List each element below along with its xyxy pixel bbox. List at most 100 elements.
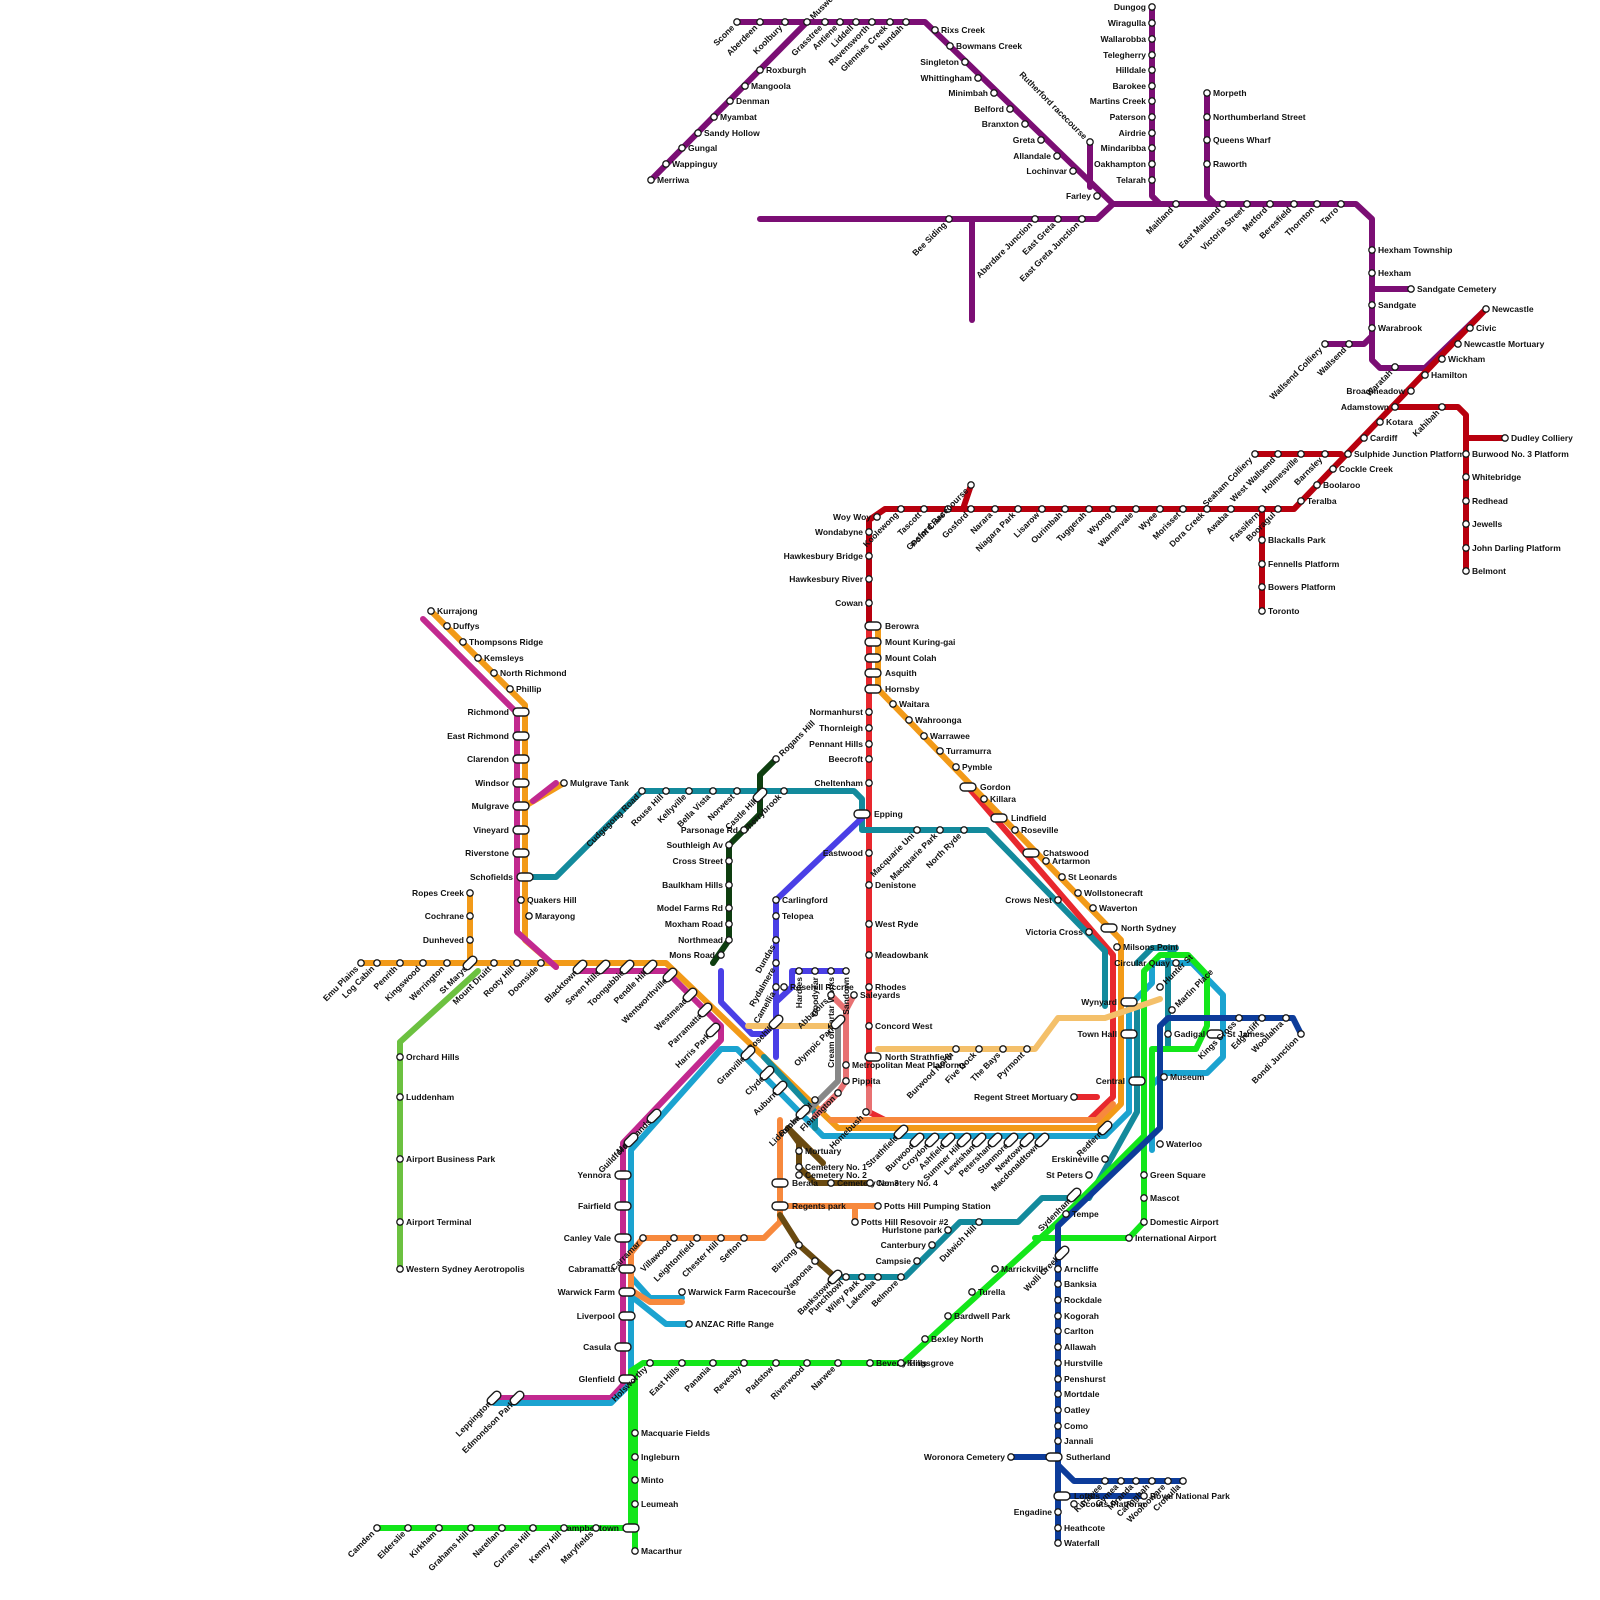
station-metropolitan-meat-platforms[interactable]: Metropolitan Meat Platforms — [842, 1060, 967, 1070]
station-arncliffe[interactable]: Arncliffe — [1054, 1264, 1099, 1274]
station-sandgate-cemetery[interactable]: Sandgate Cemetery — [1407, 284, 1497, 294]
station-sandy-hollow[interactable]: Sandy Hollow — [694, 128, 760, 138]
station-denistone[interactable]: Denistone — [865, 880, 917, 890]
station-birrong[interactable]: Birrong — [770, 1241, 803, 1275]
station-northmead[interactable]: Northmead — [678, 935, 733, 945]
station-vineyard[interactable]: Vineyard — [473, 825, 530, 835]
station-bee-siding[interactable]: Bee Siding — [910, 215, 953, 258]
station-warwick-farm[interactable]: Warwick Farm — [558, 1287, 636, 1297]
station-hawkesbury-bridge[interactable]: Hawkesbury Bridge — [784, 551, 873, 561]
station-marrickville[interactable]: Marrickville — [991, 1264, 1048, 1274]
station-pippita[interactable]: Pippita — [842, 1076, 881, 1086]
station-waterfall[interactable]: Waterfall — [1054, 1538, 1100, 1548]
station-artarmon[interactable]: Artarmon — [1042, 856, 1090, 866]
station-belmont[interactable]: Belmont — [1462, 566, 1506, 576]
station-telarah[interactable]: Telarah — [1116, 175, 1156, 185]
station-town-hall[interactable]: Town Hall — [1077, 1029, 1138, 1039]
station-macarthur[interactable]: Macarthur — [631, 1546, 683, 1556]
station-waitara[interactable]: Waitara — [889, 699, 930, 709]
station-turramurra[interactable]: Turramurra — [936, 746, 992, 756]
station-thornleigh[interactable]: Thornleigh — [819, 723, 873, 733]
station-allawah[interactable]: Allawah — [1054, 1342, 1096, 1352]
station-newcastle-mortuary[interactable]: Newcastle Mortuary — [1454, 339, 1545, 349]
station-roseville[interactable]: Roseville — [1011, 825, 1059, 835]
station-saleyards[interactable]: Saleyards — [850, 990, 901, 1000]
station-airport-business-park[interactable]: Airport Business Park — [396, 1154, 496, 1164]
station-meadowbank[interactable]: Meadowbank — [865, 950, 929, 960]
station-burwood-no-3-platform[interactable]: Burwood No. 3 Platform — [1462, 449, 1569, 459]
station-ropes-creek[interactable]: Ropes Creek — [412, 888, 474, 898]
station-dungog[interactable]: Dungog — [1114, 2, 1156, 12]
station-greta[interactable]: Greta — [1013, 135, 1045, 145]
station-potts-hill-resovoir-2[interactable]: Potts Hill Resovoir #2 — [851, 1217, 949, 1227]
station-fairfield[interactable]: Fairfield — [578, 1201, 632, 1211]
station-schofields[interactable]: Schofields — [470, 872, 534, 882]
station-orchard-hills[interactable]: Orchard Hills — [396, 1052, 460, 1062]
station-rockdale[interactable]: Rockdale — [1054, 1295, 1102, 1305]
station-minto[interactable]: Minto — [631, 1475, 664, 1485]
station-quakers-hill[interactable]: Quakers Hill — [517, 895, 577, 905]
station-farley[interactable]: Farley — [1066, 191, 1101, 201]
station-warwick-farm-racecourse[interactable]: Warwick Farm Racecourse — [678, 1287, 796, 1297]
station-erskineville[interactable]: Erskineville — [1052, 1154, 1109, 1164]
station-mulgrave-tank[interactable]: Mulgrave Tank — [560, 778, 629, 788]
station-northumberland-street[interactable]: Northumberland Street — [1203, 112, 1306, 122]
station-bexley-north[interactable]: Bexley North — [921, 1334, 984, 1344]
station-john-darling-platform[interactable]: John Darling Platform — [1462, 543, 1561, 553]
station-glenfield[interactable]: Glenfield — [579, 1374, 636, 1384]
station-leumeah[interactable]: Leumeah — [631, 1499, 679, 1509]
station-broadmeadow[interactable]: Broadmeadow — [1346, 386, 1415, 396]
station-hexham-township[interactable]: Hexham Township — [1368, 245, 1453, 255]
station-branxton[interactable]: Branxton — [982, 119, 1029, 129]
station-wiragulla[interactable]: Wiragulla — [1108, 18, 1156, 28]
station-dudley-colliery[interactable]: Dudley Colliery — [1501, 433, 1573, 443]
station-green-square[interactable]: Green Square — [1140, 1170, 1206, 1180]
station-duffys[interactable]: Duffys — [443, 621, 480, 631]
station-engadine[interactable]: Engadine — [1014, 1507, 1062, 1517]
station-bowmans-creek[interactable]: Bowmans Creek — [946, 41, 1023, 51]
station-mindaribba[interactable]: Mindaribba — [1101, 143, 1156, 153]
station-concord-west[interactable]: Concord West — [865, 1021, 933, 1031]
station-campbelltown[interactable]: Campbelltown — [561, 1523, 640, 1533]
station-hamilton[interactable]: Hamilton — [1421, 370, 1468, 380]
station-milsons-point[interactable]: Milsons Point — [1113, 942, 1179, 952]
station-west-ryde[interactable]: West Ryde — [865, 919, 919, 929]
station-macquarie-fields[interactable]: Macquarie Fields — [631, 1428, 710, 1438]
station-cowan[interactable]: Cowan — [835, 598, 873, 608]
station-moxham-road[interactable]: Moxham Road — [665, 919, 733, 929]
station-regent-street-mortuary[interactable]: Regent Street Mortuary — [974, 1092, 1078, 1102]
station-berala[interactable]: Berala — [771, 1178, 818, 1188]
station-sulphide-junction-platform[interactable]: Sulphide Junction Platform — [1344, 449, 1465, 459]
station-scouts-platform[interactable]: Scouts Platform — [1070, 1499, 1146, 1509]
station-north-strathfield[interactable]: North Strathfield — [864, 1052, 952, 1062]
station-campsie[interactable]: Campsie — [876, 1256, 921, 1266]
station-lochinvar[interactable]: Lochinvar — [1026, 166, 1077, 176]
station-riverstone[interactable]: Riverstone — [465, 848, 530, 858]
station-mulgrave[interactable]: Mulgrave — [472, 801, 530, 811]
station-berowra[interactable]: Berowra — [864, 621, 919, 631]
station-hardies[interactable]: Hardies — [794, 967, 804, 1008]
station-cream-of-tartar-works[interactable]: Cream of Tartar Works — [826, 967, 836, 1068]
station-mortuary[interactable]: Mortuary — [795, 1146, 842, 1156]
station-warabrook[interactable]: Warabrook — [1368, 323, 1423, 333]
station-north-richmond[interactable]: North Richmond — [490, 668, 567, 678]
station-kogorah[interactable]: Kogorah — [1054, 1311, 1099, 1321]
station-fennells-platform[interactable]: Fennells Platform — [1258, 559, 1340, 569]
station-hilldale[interactable]: Hilldale — [1116, 65, 1156, 75]
station-morpeth[interactable]: Morpeth — [1203, 88, 1247, 98]
station-cemetery-no-4[interactable]: Cemetery No. 4 — [866, 1178, 938, 1188]
station-st-leonards[interactable]: St Leonards — [1058, 872, 1118, 882]
station-turella[interactable]: Turella — [968, 1287, 1006, 1297]
station-windsor[interactable]: Windsor — [475, 778, 530, 788]
station-redhead[interactable]: Redhead — [1462, 496, 1508, 506]
station-mangoola[interactable]: Mangoola — [741, 81, 791, 91]
station-cross-street[interactable]: Cross Street — [672, 856, 733, 866]
station-banksia[interactable]: Banksia — [1054, 1279, 1097, 1289]
station-kotara[interactable]: Kotara — [1376, 417, 1413, 427]
station-crows-nest[interactable]: Crows Nest — [1005, 895, 1062, 905]
station-marayong[interactable]: Marayong — [525, 911, 575, 921]
station-currans-hill[interactable]: Currans Hill — [491, 1524, 537, 1570]
station-whitebridge[interactable]: Whitebridge — [1462, 472, 1522, 482]
station-clarendon[interactable]: Clarendon — [467, 754, 530, 764]
station-woronora-cemetery[interactable]: Woronora Cemetery — [924, 1452, 1015, 1462]
